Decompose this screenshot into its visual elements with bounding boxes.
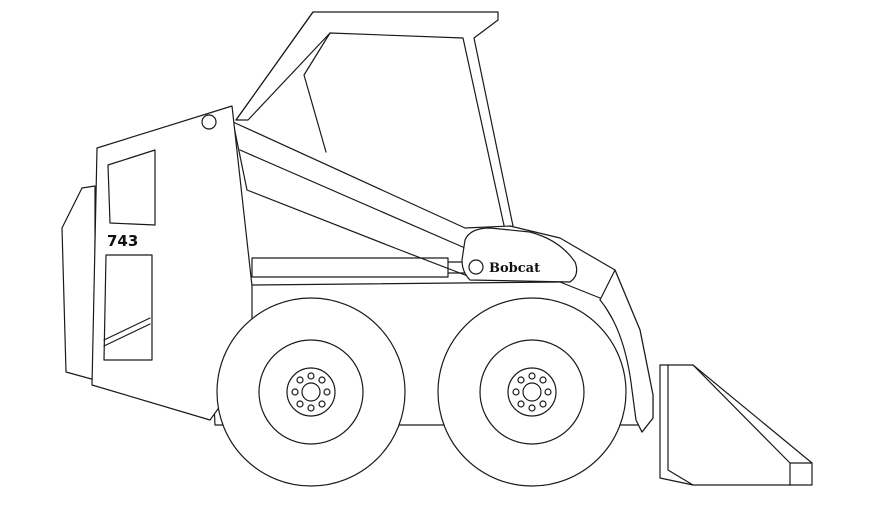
- front-arm-end: [599, 269, 654, 433]
- rear-wheel-lug-bolts: [291, 372, 331, 412]
- model-number-label: 743: [107, 232, 138, 250]
- arm-pivot-bolt: [468, 259, 484, 275]
- front-wheel-lug-bolts: [512, 372, 552, 412]
- brand-logo-text: Bobcat: [489, 261, 540, 276]
- side-window-lower: [103, 254, 153, 361]
- rear-engine-cover: [61, 185, 96, 381]
- side-tower-panel: [91, 105, 253, 421]
- front-wheel: [437, 297, 627, 487]
- tower-bolt: [201, 114, 217, 130]
- side-window-upper: [107, 149, 156, 226]
- arm-pivot-plate: [461, 227, 578, 283]
- rear-wheel: [216, 297, 406, 487]
- bucket: [659, 364, 813, 486]
